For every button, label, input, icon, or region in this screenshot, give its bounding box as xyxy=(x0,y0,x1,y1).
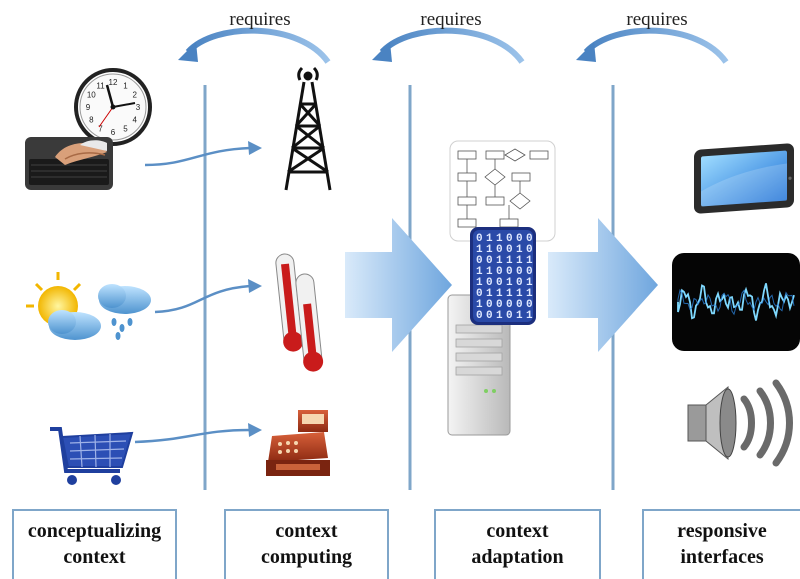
keyboard-typing-icon xyxy=(25,137,113,190)
svg-text:0: 0 xyxy=(486,299,493,311)
clock-numeral: 6 xyxy=(111,128,116,137)
clock-numeral: 11 xyxy=(96,81,105,90)
waveform-display-icon xyxy=(672,253,800,351)
svg-text:0: 0 xyxy=(476,310,483,322)
stage-label-line1: context xyxy=(275,520,338,542)
big-arrow-2 xyxy=(548,218,658,352)
connector-arrow-cart xyxy=(134,423,262,444)
svg-text:1: 1 xyxy=(526,277,533,289)
stage-label-line2: computing xyxy=(260,546,353,568)
requires-label-3: requires xyxy=(626,9,688,30)
clock-numeral: 9 xyxy=(86,103,91,112)
requires-label-1: requires xyxy=(229,9,291,30)
stage-label-line2: interfaces xyxy=(680,546,764,568)
svg-text:1: 1 xyxy=(526,255,533,267)
svg-text:0: 0 xyxy=(526,244,533,256)
clock-numeral: 4 xyxy=(132,116,137,125)
svg-text:1: 1 xyxy=(486,266,493,278)
clock-numeral: 8 xyxy=(89,116,94,125)
svg-text:0: 0 xyxy=(476,255,483,267)
svg-text:1: 1 xyxy=(486,244,493,256)
svg-text:0: 0 xyxy=(496,244,503,256)
stage-label-context-computing: context computing xyxy=(224,509,389,579)
clock-numeral: 1 xyxy=(123,81,128,90)
svg-text:1: 1 xyxy=(476,244,483,256)
clock-numeral: 7 xyxy=(98,125,103,134)
clock-numeral: 5 xyxy=(123,125,128,134)
svg-text:1: 1 xyxy=(516,288,523,300)
svg-text:1: 1 xyxy=(486,233,493,245)
svg-text:1: 1 xyxy=(506,277,513,289)
svg-text:0: 0 xyxy=(516,299,523,311)
stage-label-line1: responsive xyxy=(677,520,767,542)
svg-text:0: 0 xyxy=(516,233,523,245)
big-arrow-1 xyxy=(345,218,452,352)
svg-text:1: 1 xyxy=(476,299,483,311)
stage-label-conceptualizing-context: conceptualizing context xyxy=(12,509,177,579)
svg-text:0: 0 xyxy=(506,266,513,278)
svg-text:0: 0 xyxy=(506,310,513,322)
svg-text:1: 1 xyxy=(516,310,523,322)
svg-text:0: 0 xyxy=(516,266,523,278)
connector-arrow-keyboard xyxy=(144,141,262,167)
svg-text:0: 0 xyxy=(506,244,513,256)
svg-text:0: 0 xyxy=(476,233,483,245)
svg-text:1: 1 xyxy=(526,288,533,300)
svg-text:0: 0 xyxy=(486,255,493,267)
stage-label-line1: conceptualizing xyxy=(27,520,162,542)
clock-numeral: 12 xyxy=(109,78,118,87)
svg-text:1: 1 xyxy=(496,233,503,245)
svg-text:0: 0 xyxy=(526,266,533,278)
shopping-cart-icon xyxy=(50,427,134,485)
weather-icon xyxy=(26,272,151,340)
stage-label-line1: context xyxy=(486,520,549,542)
svg-text:0: 0 xyxy=(496,266,503,278)
svg-text:0: 0 xyxy=(516,277,523,289)
tablet-icon xyxy=(694,143,794,214)
svg-text:1: 1 xyxy=(496,310,503,322)
svg-text:1: 1 xyxy=(476,277,483,289)
binary-data-icon: 0101101011010100101001010010110001100101… xyxy=(470,227,536,325)
svg-text:0: 0 xyxy=(486,310,493,322)
requires-arrow-1 xyxy=(178,27,331,64)
cash-register-icon xyxy=(266,410,330,476)
svg-text:1: 1 xyxy=(516,244,523,256)
svg-text:0: 0 xyxy=(496,299,503,311)
clock-numeral: 2 xyxy=(132,91,137,100)
clock-numeral: 10 xyxy=(87,91,96,100)
svg-text:0: 0 xyxy=(486,277,493,289)
svg-text:1: 1 xyxy=(506,288,513,300)
svg-text:1: 1 xyxy=(496,288,503,300)
speaker-icon xyxy=(687,379,793,467)
svg-text:0: 0 xyxy=(526,299,533,311)
svg-text:1: 1 xyxy=(476,266,483,278)
requires-arrow-3 xyxy=(576,27,729,64)
clock-numeral: 3 xyxy=(136,103,141,112)
server-icon xyxy=(447,294,511,436)
requires-arrow-2 xyxy=(372,27,525,64)
svg-text:1: 1 xyxy=(506,255,513,267)
requires-label-2: requires xyxy=(420,9,482,30)
stage-label-responsive-interfaces: responsive interfaces xyxy=(642,509,800,579)
thermometer-icon xyxy=(275,253,324,372)
flowchart-document-icon xyxy=(449,140,556,242)
svg-text:1: 1 xyxy=(516,255,523,267)
stage-label-line2: context xyxy=(63,546,126,568)
radio-tower-icon xyxy=(284,66,332,191)
connector-arrow-weather xyxy=(154,279,262,314)
svg-text:1: 1 xyxy=(526,310,533,322)
svg-text:0: 0 xyxy=(526,233,533,245)
stage-label-line2: adaptation xyxy=(471,546,564,568)
svg-text:0: 0 xyxy=(496,277,503,289)
svg-text:0: 0 xyxy=(506,299,513,311)
svg-text:0: 0 xyxy=(506,233,513,245)
stage-label-context-adaptation: context adaptation xyxy=(434,509,601,579)
svg-text:0: 0 xyxy=(476,288,483,300)
svg-text:1: 1 xyxy=(486,288,493,300)
svg-text:1: 1 xyxy=(496,255,503,267)
